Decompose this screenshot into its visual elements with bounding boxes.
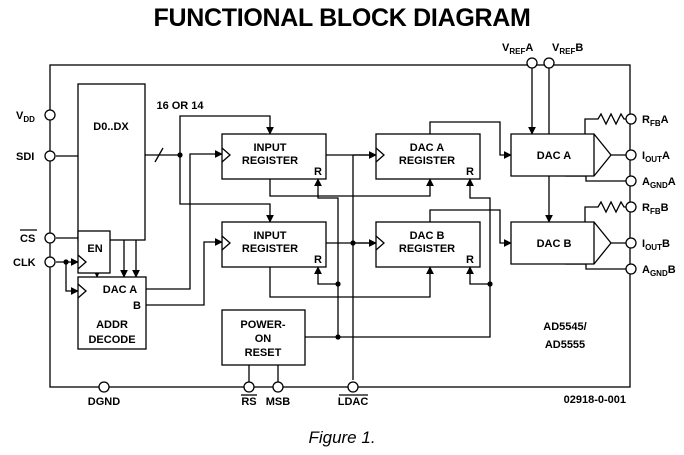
input-reg-a-line1: INPUT (254, 142, 287, 154)
input-register-b (221, 221, 327, 268)
label-ioutb: IOUTB (642, 238, 670, 252)
pin-rfbb (625, 201, 637, 213)
addr-decode-block (77, 276, 147, 350)
pin-agnda (625, 175, 637, 187)
wire-addr-a-ld (146, 150, 223, 290)
dac-register-a (375, 133, 481, 180)
label-cs: CS (20, 233, 35, 245)
wires (56, 63, 631, 387)
pins (44, 57, 637, 393)
pin-sdi (44, 150, 56, 162)
pin-vrefb (543, 57, 555, 69)
pin-ldac (347, 381, 359, 393)
dac-register-b (375, 221, 481, 268)
label-clk: CLK (13, 257, 36, 269)
enable-label: EN (87, 243, 102, 255)
wire-agnda (565, 175, 631, 182)
label-sdi: SDI (16, 151, 34, 163)
label-vdd: VDD (16, 110, 35, 124)
por-line1: POWER- (240, 319, 286, 331)
dac-reg-b-line1: DAC B (410, 230, 445, 242)
pin-rfba (625, 113, 637, 125)
part-number-2: AD5555 (545, 339, 585, 351)
wire-drb-dacb (429, 209, 512, 247)
wire-bus-input-a (179, 115, 274, 155)
figure-code: 02918-0-001 (564, 394, 626, 406)
input-reg-a-line2: REGISTER (242, 155, 298, 167)
pin-clk (44, 256, 56, 268)
addr-dac-a-label: DAC A (103, 284, 137, 296)
pin-ioutb (625, 237, 637, 249)
power-on-reset-block (221, 309, 306, 366)
dac-reg-a-reset: R (466, 166, 474, 178)
wire-por-reset (305, 284, 491, 338)
input-reg-b-reset: R (314, 254, 322, 266)
por-line2: ON (255, 333, 272, 345)
wire-bus-input-b (179, 155, 274, 223)
pin-dgnd (98, 381, 110, 393)
dac-b-block (510, 221, 612, 265)
pin-msb (272, 381, 284, 393)
addr-b-label: B (133, 300, 141, 312)
enable-block (77, 230, 111, 274)
label-vrefa: VREFA (502, 42, 533, 56)
resistor-rfba (584, 112, 631, 134)
dac-b-label: DAC B (537, 238, 572, 250)
wire-dra-daca (429, 121, 512, 159)
label-rfba: RFBA (642, 114, 669, 128)
pin-rs (243, 381, 255, 393)
chip-outline (49, 64, 631, 388)
pin-iouta (625, 149, 637, 161)
dac-reg-b-line2: REGISTER (399, 243, 455, 255)
label-agndb: AGNDB (642, 264, 676, 278)
label-vrefb: VREFB (552, 42, 583, 56)
wire-irb-feedback (269, 266, 434, 298)
input-reg-a-reset: R (314, 166, 322, 178)
pin-cs (44, 232, 56, 244)
resistor-rfbb (584, 200, 631, 222)
addr-line1: ADDR (96, 319, 128, 331)
label-agnda: AGNDA (642, 176, 676, 190)
dac-reg-a-line2: REGISTER (399, 155, 455, 167)
shift-register-block (77, 83, 146, 241)
pin-vrefa (526, 57, 538, 69)
dac-reg-b-reset: R (466, 254, 474, 266)
wire-agndb (565, 263, 631, 270)
junctions (63, 152, 493, 340)
pin-vdd (44, 109, 56, 121)
diagram-title: FUNCTIONAL BLOCK DIAGRAM (153, 4, 531, 32)
bus-width-label: 16 OR 14 (156, 100, 204, 112)
label-iouta: IOUTA (642, 150, 670, 164)
figure-caption: Figure 1. (308, 428, 376, 447)
input-reg-b-line1: INPUT (254, 230, 287, 242)
input-register-a (221, 133, 327, 180)
pin-agndb (625, 263, 637, 275)
label-ldac: LDAC (338, 396, 369, 408)
dac-reg-a-line1: DAC A (410, 142, 444, 154)
label-rs: RS (241, 396, 256, 408)
part-number: AD5545/ (543, 321, 586, 333)
wire-clk-addr (65, 262, 79, 295)
label-msb: MSB (266, 396, 291, 408)
dac-a-label: DAC A (537, 150, 571, 162)
wire-addr-b-ld (146, 238, 223, 306)
bus-slash (154, 147, 164, 163)
wire-ira-feedback (269, 178, 434, 197)
dac-a-block (510, 133, 612, 177)
addr-line2: DECODE (88, 334, 135, 346)
input-reg-b-line2: REGISTER (242, 243, 298, 255)
shift-register-label: D0..DX (93, 121, 129, 133)
por-line3: RESET (245, 347, 282, 359)
label-rfbb: RFBB (642, 202, 669, 216)
label-dgnd: DGND (88, 396, 120, 408)
